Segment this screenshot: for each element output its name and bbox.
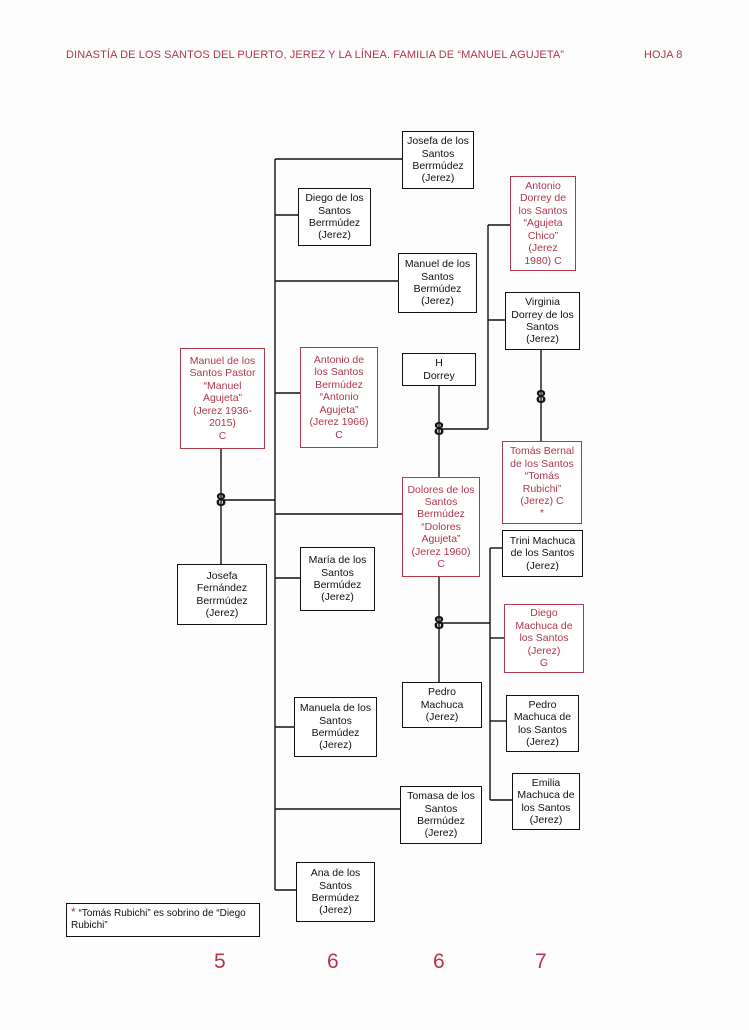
person-box-josefa-santos: Josefa de los Santos Berrmúdez (Jerez) (402, 131, 474, 189)
person-name: Diego de los Santos Berrmúdez (Jerez) (305, 192, 364, 242)
footnote-text: “Tomás Rubichi” es sobrino de “Diego Rub… (71, 908, 246, 931)
person-name: Tomás Bernal de los Santos “Tomás Rubich… (509, 445, 575, 520)
person-name: H Dorrey (423, 357, 455, 382)
marriage-ring-icon: 8 (433, 613, 444, 633)
person-name: Antonio de los Santos Bermúdez “Antonio … (309, 354, 369, 441)
person-name: Josefa Fernández Berrmúdez (Jerez) (196, 569, 248, 619)
generation-number: 6 (327, 950, 339, 973)
person-box-emilia-machuca: Emilia Machuca de los Santos (Jerez) (512, 773, 580, 830)
generation-number: 5 (214, 950, 226, 973)
person-box-diego-machuca: Diego Machuca de los Santos (Jerez) G (504, 604, 584, 673)
person-name: María de los Santos Bermúdez (Jerez) (308, 554, 367, 604)
person-box-h-dorrey: H Dorrey (402, 353, 476, 386)
person-name: Trini Machuca de los Santos (Jerez) (509, 534, 576, 572)
person-box-dolores-agujeta: Dolores de los Santos Bermúdez “Dolores … (402, 477, 480, 577)
person-name: Pedro Machuca (Jerez) (420, 686, 464, 724)
person-box-antonio-agujeta: Antonio de los Santos Bermúdez “Antonio … (300, 347, 378, 448)
person-name: Dolores de los Santos Bermúdez “Dolores … (407, 483, 475, 571)
person-box-maria-santos: María de los Santos Bermúdez (Jerez) (300, 547, 375, 611)
sheet-number: HOJA 8 (644, 49, 683, 61)
person-name: Virginia Dorrey de los Santos (Jerez) (511, 296, 574, 346)
person-box-ana-santos: Ana de los Santos Bermúdez (Jerez) (296, 862, 375, 922)
person-name: Tomasa de los Santos Bermúdez (Jerez) (407, 790, 475, 840)
marriage-ring-icon: 8 (535, 387, 546, 407)
person-box-pedro-machuca: Pedro Machuca (Jerez) (402, 682, 482, 728)
person-box-antonio-dorrey: Antonio Dorrey de los Santos “Agujeta Ch… (510, 176, 576, 271)
marriage-ring-icon: 8 (433, 419, 444, 439)
marriage-ring-icon: 8 (215, 490, 226, 510)
person-box-tomasa-santos: Tomasa de los Santos Bermúdez (Jerez) (400, 786, 482, 844)
person-box-trini-machuca: Trini Machuca de los Santos (Jerez) (502, 530, 583, 577)
person-name: Manuel de los Santos Bermúdez (Jerez) (404, 258, 471, 308)
person-name: Emilia Machuca de los Santos (Jerez) (517, 776, 575, 826)
generation-number: 6 (433, 950, 445, 973)
person-box-virginia-dorrey: Virginia Dorrey de los Santos (Jerez) (505, 292, 580, 350)
person-box-manuel-agujeta: Manuel de los Santos Pastor “Manuel Aguj… (180, 348, 265, 449)
page-title: DINASTÍA DE LOS SANTOS DEL PUERTO, JEREZ… (66, 49, 565, 61)
person-box-manuela-santos: Manuela de los Santos Bermúdez (Jerez) (294, 697, 377, 757)
person-name: Pedro Machuca de los Santos (Jerez) (513, 698, 572, 748)
generation-number: 7 (535, 950, 547, 973)
person-name: Antonio Dorrey de los Santos “Agujeta Ch… (518, 180, 568, 267)
person-box-josefa-fernandez: Josefa Fernández Berrmúdez (Jerez) (177, 564, 267, 625)
person-name: Josefa de los Santos Berrmúdez (Jerez) (407, 135, 469, 185)
person-box-tomas-rubichi: Tomás Bernal de los Santos “Tomás Rubich… (502, 441, 582, 524)
person-name: Manuela de los Santos Bermúdez (Jerez) (299, 702, 372, 752)
person-name: Diego Machuca de los Santos (Jerez) G (515, 607, 573, 670)
person-name: Ana de los Santos Bermúdez (Jerez) (310, 867, 361, 917)
person-box-diego-santos: Diego de los Santos Berrmúdez (Jerez) (298, 188, 371, 246)
person-box-pedro-machuca-santos: Pedro Machuca de los Santos (Jerez) (506, 695, 579, 752)
person-name: Manuel de los Santos Pastor “Manuel Aguj… (189, 355, 256, 442)
footnote-asterisk: * (71, 905, 76, 919)
footnote-box: * “Tomás Rubichi” es sobrino de “Diego R… (66, 903, 260, 937)
person-box-manuel-santos: Manuel de los Santos Bermúdez (Jerez) (398, 253, 477, 313)
